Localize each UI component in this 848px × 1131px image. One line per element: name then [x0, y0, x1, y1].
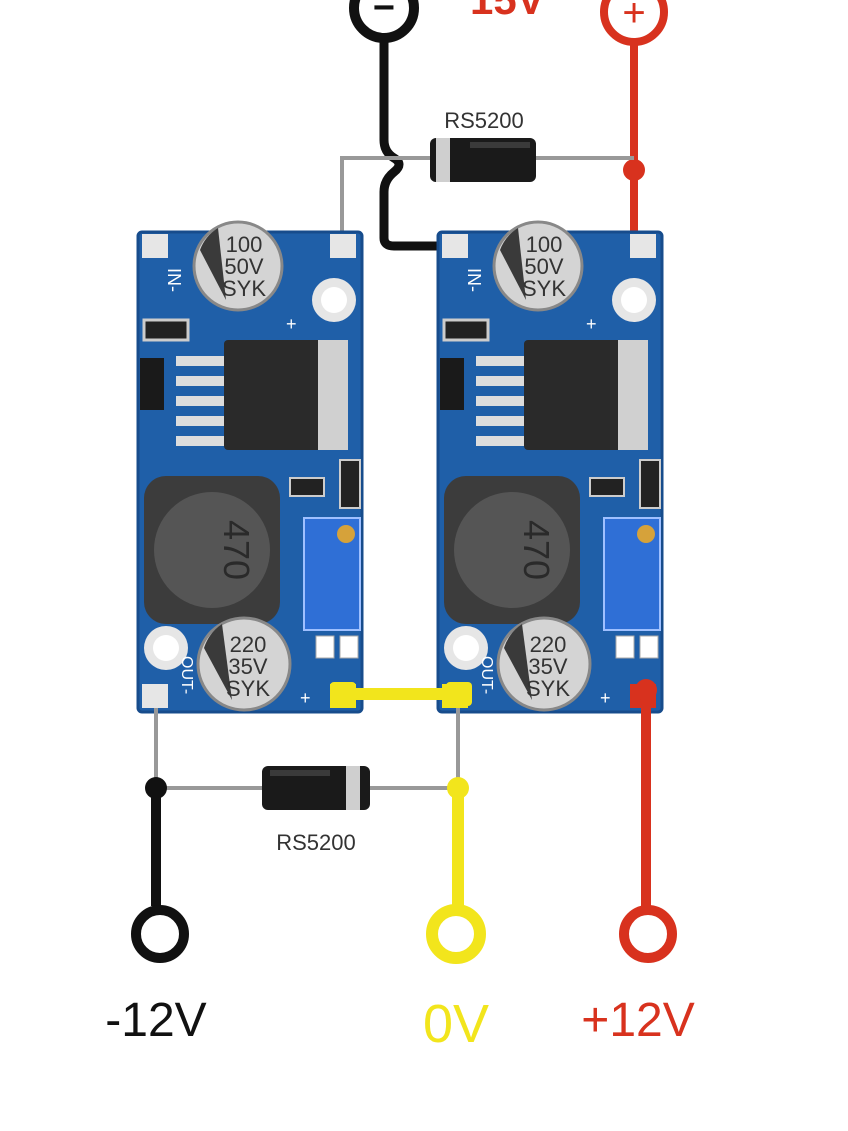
top-negative-terminal: − [349, 0, 419, 43]
ground-output-label: 0V [423, 994, 489, 1054]
smd-component [339, 635, 359, 659]
module-1-in-label: IN- [164, 268, 184, 292]
smd-component [140, 358, 164, 410]
module-2-trimmer [603, 517, 661, 631]
module-2-out-label: OUT- [478, 656, 495, 694]
module-1-plus-top: + [286, 314, 297, 334]
mounting-hole [312, 278, 356, 322]
buck-module-2: IN- OUT- + + 100 50V SYK 470 [436, 220, 664, 714]
module-2-input-cap-value: 100 [526, 232, 563, 257]
smd-component [339, 459, 361, 509]
junction-dot [446, 682, 472, 706]
top-negative-symbol: − [373, 0, 395, 29]
top-positive-symbol: + [622, 0, 645, 35]
top-negative-wire [379, 40, 448, 251]
junction-dot [330, 682, 356, 706]
top-diode [430, 138, 536, 182]
module-2-input-cap-voltage: 50V [524, 254, 563, 279]
module-1-input-cap-value: 100 [226, 232, 263, 257]
bottom-diode [262, 766, 370, 810]
smd-component [615, 635, 635, 659]
top-diode-label: RS5200 [444, 108, 524, 133]
positive-output-terminal [619, 905, 677, 963]
pad-in-minus [442, 234, 468, 258]
module-2-output-cap-voltage: 35V [528, 654, 567, 679]
smd-component [639, 635, 659, 659]
bottom-diode-label: RS5200 [276, 830, 356, 855]
ground-output-terminal [426, 904, 486, 964]
positive-output-label: +12V [581, 994, 694, 1047]
module-1-inductor: 470 [144, 476, 280, 624]
smd-component [142, 318, 190, 342]
smd-component [589, 477, 625, 497]
smd-component [442, 318, 490, 342]
top-voltage-label: 15V [470, 0, 545, 23]
negative-output-label: -12V [105, 994, 206, 1047]
module-2-inductor-label: 470 [516, 520, 557, 580]
module-2-input-capacitor: 100 50V SYK [492, 220, 584, 312]
module-2-output-capacitor: 220 35V SYK [496, 616, 592, 712]
smd-component [289, 477, 325, 497]
mounting-hole [612, 278, 656, 322]
module-1-plus-bottom: + [300, 688, 311, 708]
module-2-plus-bottom: + [600, 688, 611, 708]
module-1-inductor-label: 470 [216, 520, 257, 580]
buck-module-1: IN- OUT- + + 100 50V SYK [136, 220, 364, 714]
module-1-output-cap-brand: SYK [226, 676, 270, 701]
module-2-output-cap-brand: SYK [526, 676, 570, 701]
module-1-output-cap-voltage: 35V [228, 654, 267, 679]
mounting-hole [144, 626, 188, 670]
module-2-regulator-ic [476, 340, 648, 450]
top-diode-lead [340, 156, 634, 238]
module-2-input-cap-brand: SYK [522, 276, 566, 301]
module-1-input-capacitor: 100 50V SYK [192, 220, 284, 312]
module-1-input-cap-brand: SYK [222, 276, 266, 301]
smd-component [315, 635, 335, 659]
smd-component [639, 459, 661, 509]
module-1-output-cap-value: 220 [230, 632, 267, 657]
negative-output-terminal [131, 905, 189, 963]
module-1-output-capacitor: 220 35V SYK [196, 616, 292, 712]
module-2-in-label: IN- [464, 268, 484, 292]
top-positive-terminal: + [600, 0, 668, 46]
pad-in-minus [142, 234, 168, 258]
module-1-trimmer [303, 517, 361, 631]
module-1-regulator-ic [176, 340, 348, 450]
pad-in-plus [330, 234, 356, 258]
mounting-hole [444, 626, 488, 670]
module-2-inductor: 470 [444, 476, 580, 624]
smd-component [440, 358, 464, 410]
module-2-plus-top: + [586, 314, 597, 334]
junction-dot [623, 159, 645, 181]
module-1-input-cap-voltage: 50V [224, 254, 263, 279]
module-1-out-label: OUT- [178, 656, 195, 694]
pad-out-minus [142, 684, 168, 708]
pad-in-plus [630, 234, 656, 258]
module-2-output-cap-value: 220 [530, 632, 567, 657]
